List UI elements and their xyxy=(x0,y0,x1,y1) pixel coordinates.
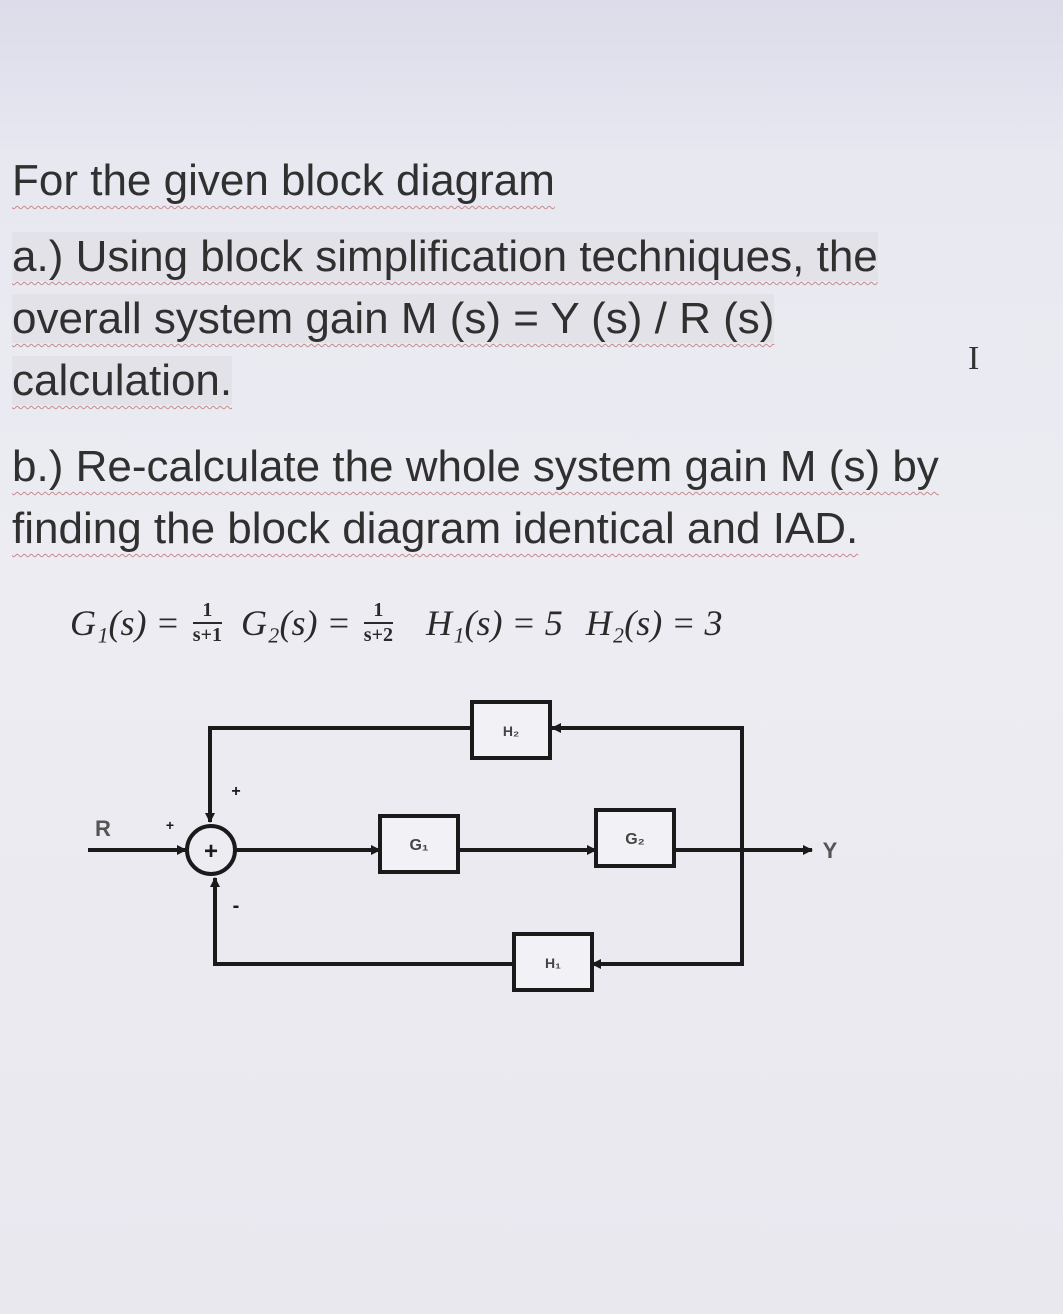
question-text: For the given block diagram a.) Using bl… xyxy=(12,150,1052,560)
block-h1-label: H₁ xyxy=(545,955,561,971)
summing-sign: + xyxy=(204,838,218,865)
h2-feedback-out-line xyxy=(205,726,472,823)
part-a-line-3: calculation. xyxy=(12,356,233,405)
text-cursor-icon: I xyxy=(968,340,980,377)
title-line: For the given block diagram xyxy=(12,156,555,205)
h2-formula: H₂(s) = 3 xyxy=(585,602,723,643)
h2-feedback-in-line xyxy=(551,723,744,850)
summing-junction xyxy=(185,824,237,876)
g1-numerator: 1 xyxy=(192,599,222,624)
block-g2-label: G₂ xyxy=(625,831,645,848)
sign-left: + xyxy=(166,817,174,833)
sign-bottom: - xyxy=(233,895,240,917)
g2-formula-lhs: G₂(s) = xyxy=(240,602,351,643)
part-b: b.) Re-calculate the whole system gain M… xyxy=(12,436,1052,560)
block-g2: G₂ xyxy=(594,808,676,868)
h1-feedback-out-line xyxy=(210,877,514,966)
output-label: Y xyxy=(823,838,838,863)
block-g1-label: G₁ xyxy=(409,837,428,854)
g2-numerator: 1 xyxy=(363,599,393,624)
part-a-line-2: overall system gain M (s) = Y (s) / R (s… xyxy=(12,294,775,343)
block-h2: H₂ xyxy=(470,700,552,760)
h1-feedback-in-line xyxy=(591,850,744,969)
input-label: R xyxy=(95,816,111,841)
part-b-line-2: finding the block diagram identical and … xyxy=(12,504,859,553)
block-g1: G₁ xyxy=(378,814,460,874)
part-a: a.) Using block simplification technique… xyxy=(12,226,1052,412)
sign-top: + xyxy=(231,783,240,800)
part-b-line-1: b.) Re-calculate the whole system gain M… xyxy=(12,442,939,491)
g2-denominator: s+2 xyxy=(363,623,393,646)
h1-formula: H₁(s) = 5 xyxy=(425,602,563,643)
part-a-line-1: a.) Using block simplification technique… xyxy=(12,232,878,281)
g1-denominator: s+1 xyxy=(192,623,222,646)
question-title: For the given block diagram xyxy=(12,150,1052,212)
g1-formula-lhs: G₁(s) = xyxy=(70,602,180,643)
block-diagram: + + + - R Y G₁ G₂ H₂ H₁ xyxy=(88,700,838,992)
block-h2-label: H₂ xyxy=(503,723,519,739)
block-h1: H₁ xyxy=(512,932,594,992)
